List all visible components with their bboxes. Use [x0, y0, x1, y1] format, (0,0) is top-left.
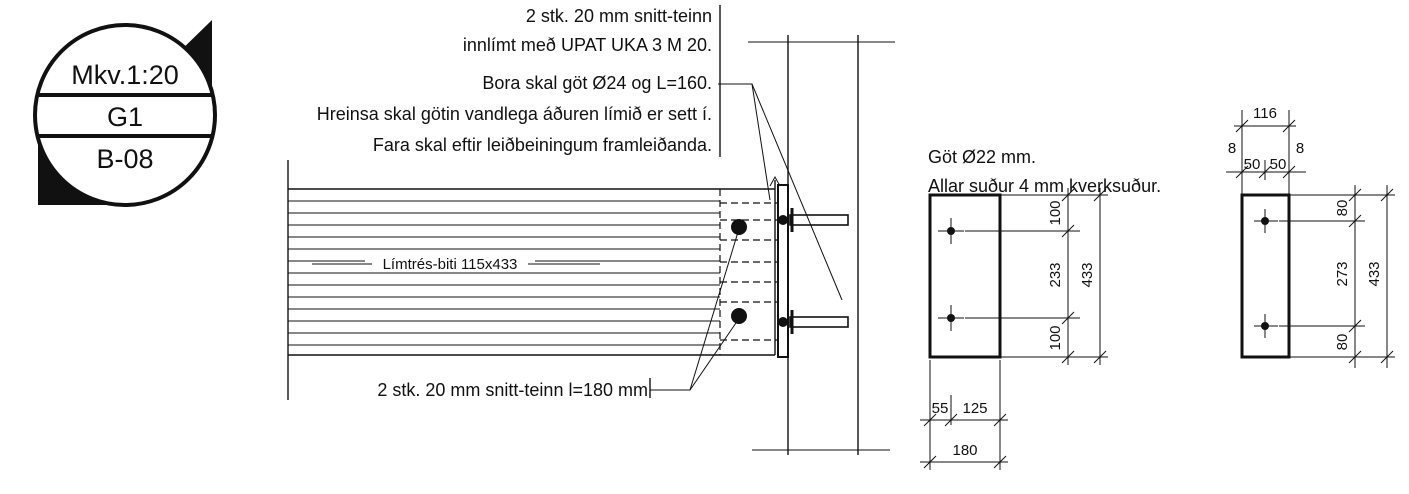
stamp-detail-id: G1 [107, 102, 143, 132]
plate-2-dim-bottom-edge: 80 [1334, 334, 1351, 351]
plate-1-hole-bottom-icon [938, 305, 964, 331]
plate-1-dim-top-edge: 100 [1047, 200, 1064, 225]
glulam-beam: Límtrés-biti 115x433 [287, 160, 849, 400]
plate-1-outline [928, 193, 1002, 359]
top-note-line-2: innlímt með UPAT UKA 3 M 20. [463, 35, 712, 55]
bottom-note-leader-1 [650, 231, 739, 391]
weld-mark [769, 175, 781, 187]
plate-2-dim-top-edge: 80 [1334, 200, 1351, 217]
plate-2-dim-hole-spacing: 273 [1334, 261, 1351, 286]
holes-note: Göt Ø22 mm. [928, 147, 1036, 167]
plate-1-dim-width: 180 [952, 442, 977, 459]
end-plate [777, 184, 789, 358]
top-note-line-4: Hreinsa skal götin vandlega áðuren límið… [317, 104, 712, 124]
stamp-circle [33, 23, 217, 207]
threaded-rod-bottom [778, 310, 849, 334]
plate-1-dim-height: 433 [1079, 262, 1096, 287]
dowel-top-icon [731, 219, 747, 235]
plate-1-dim-hole-offset: 125 [962, 400, 987, 417]
beam-label: Límtrés-biti 115x433 [383, 256, 518, 273]
stamp-sheet: B-08 [96, 144, 153, 174]
plate-2-dim-width: 116 [1253, 105, 1277, 122]
dowel-bottom-icon [731, 308, 747, 324]
beam-laminations [288, 200, 720, 346]
plate-2-dim-right-weld: 8 [1296, 140, 1304, 157]
plate-2-dim-height: 433 [1366, 261, 1383, 286]
plate-2-dim-left-weld: 8 [1228, 140, 1236, 157]
plate-1-dim-hole-spacing: 233 [1047, 262, 1064, 287]
top-note-line-3: Bora skal göt Ø24 og L=160. [482, 73, 712, 93]
bottom-note-leader-2 [689, 319, 739, 391]
plate-2-hole-bottom-icon [1254, 314, 1278, 338]
bottom-note: 2 stk. 20 mm snitt-teinn l=180 mm [377, 231, 739, 400]
plate-2-dim-right-half: 50 [1270, 156, 1287, 173]
top-note-line-1: 2 stk. 20 mm snitt-teinn [526, 6, 712, 26]
plate-1-dim-bottom-edge: 100 [1047, 325, 1064, 350]
top-note-leader-1 [718, 83, 843, 301]
welds-note: Allar suður 4 mm kverksuður. [928, 176, 1161, 196]
steel-column [748, 35, 895, 455]
stamp-scale: Mkv.1:20 [71, 60, 179, 90]
top-note: 2 stk. 20 mm snitt-teinn innlímt með UPA… [317, 5, 843, 301]
plate-1-dim-edge-left: 55 [932, 400, 949, 417]
threaded-rod-top [778, 208, 849, 232]
detail-stamp: Mkv.1:20 G1 B-08 [33, 20, 217, 207]
plate-1-hole-top-icon [938, 218, 964, 244]
top-note-leader-2 [751, 83, 771, 201]
plate-2-view: 116 8 8 50 50 80 273 80 433 [1226, 105, 1395, 368]
plate-2-dim-left-half: 50 [1244, 156, 1261, 173]
plate-1-view: 100 233 100 433 55 125 180 [920, 188, 1108, 470]
plate-2-hole-top-icon [1254, 209, 1278, 233]
plate-2-outline [1240, 193, 1291, 359]
bottom-note-text: 2 stk. 20 mm snitt-teinn l=180 mm [377, 380, 648, 400]
top-note-line-5: Fara skal eftir leiðbeiningum framleiðan… [373, 135, 712, 155]
